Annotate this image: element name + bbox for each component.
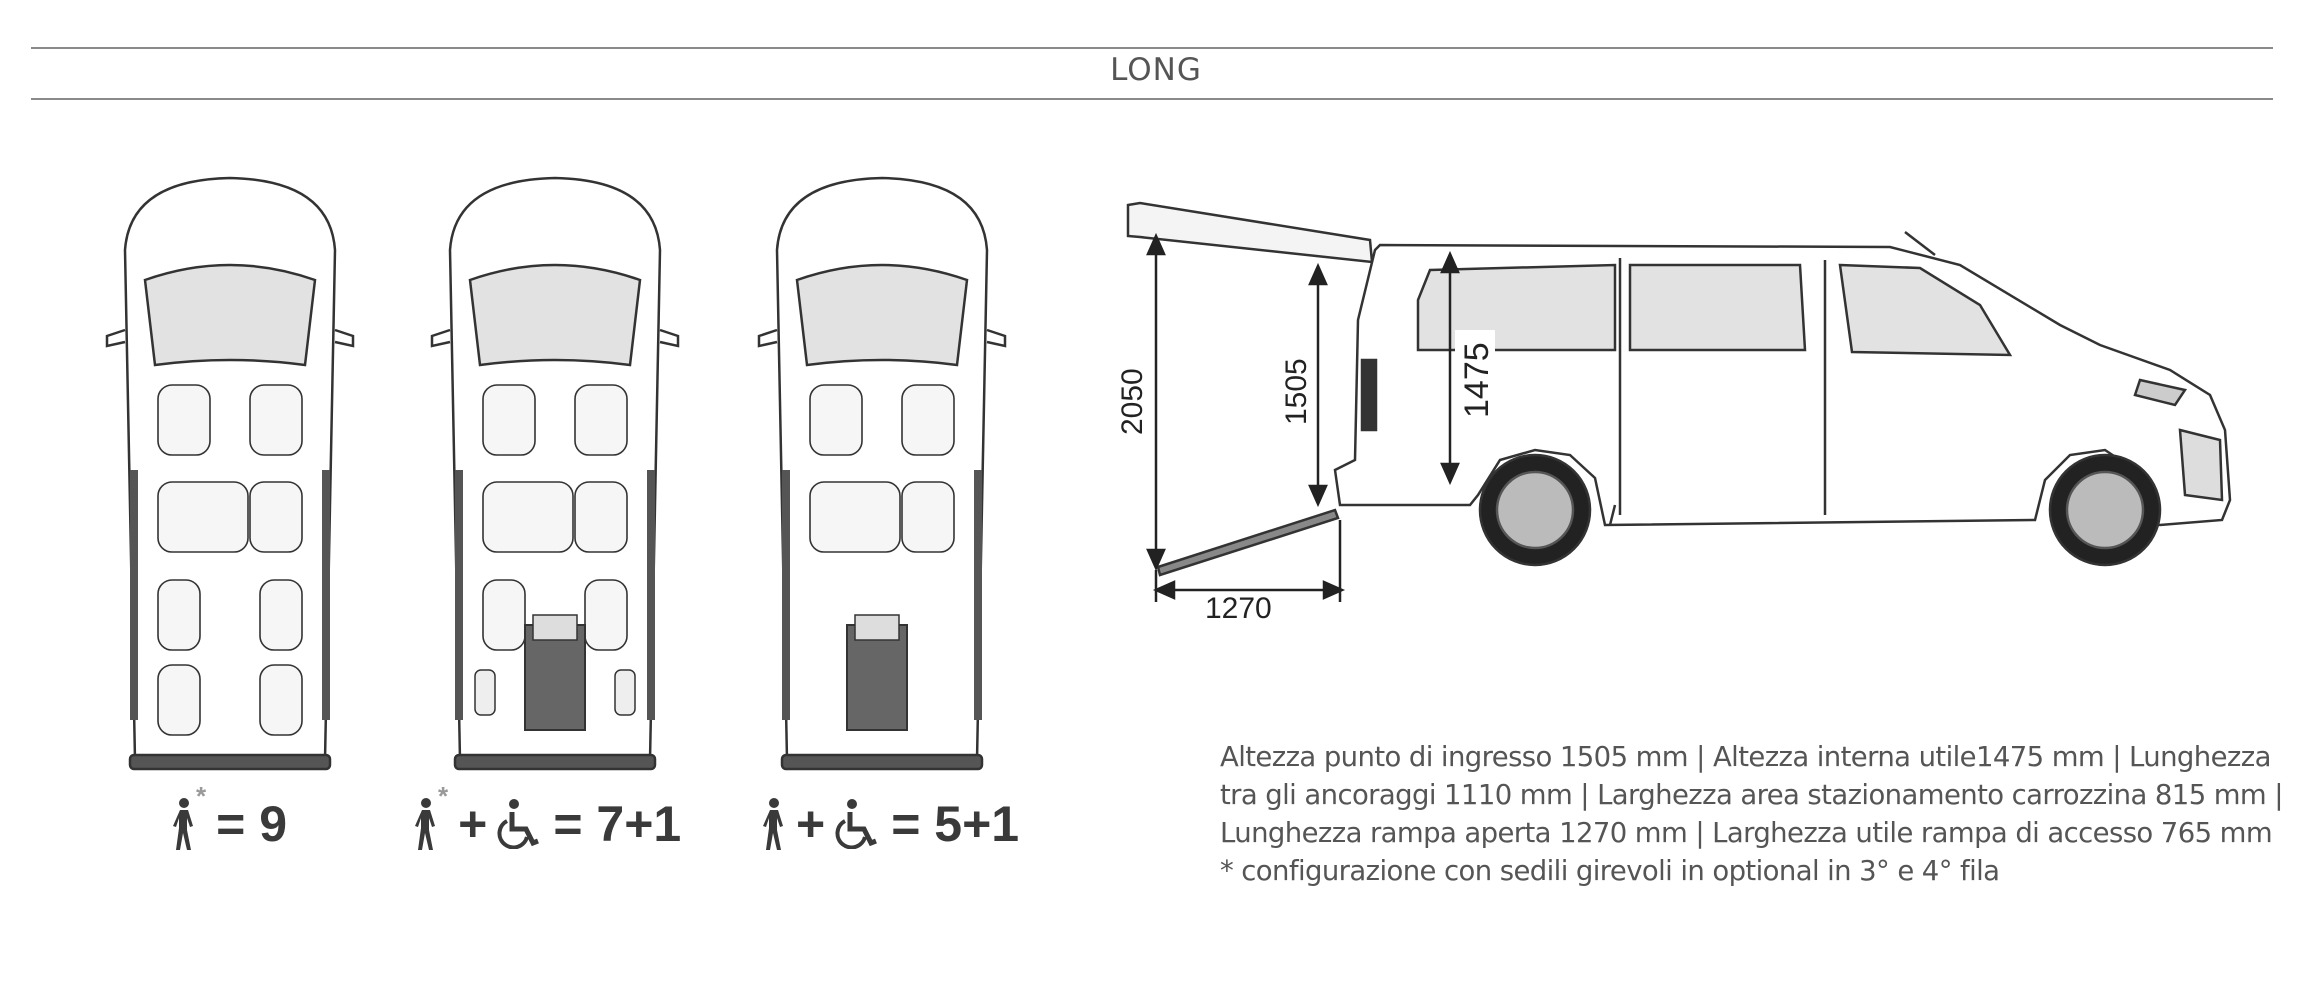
dimension-lines — [1146, 232, 1460, 602]
wheelchair-icon — [497, 799, 540, 849]
spec-line: Lunghezza rampa aperta 1270 mm | Larghez… — [1220, 817, 2273, 849]
plus-sign: + — [796, 796, 826, 852]
specifications-text: Altezza punto di ingresso 1505 mm | Alte… — [1220, 738, 2300, 890]
top-view-van-7+1 — [430, 176, 680, 771]
top-view-van-9-seats — [105, 176, 355, 771]
capacity-value: = 5+1 — [891, 796, 1020, 852]
side-view-van — [1126, 201, 2232, 577]
person-icon — [173, 798, 193, 850]
bottom-rule — [31, 98, 2273, 100]
plus-sign: + — [458, 796, 488, 852]
capacity-value: = 9 — [216, 796, 288, 852]
capacity-value: = 7+1 — [553, 796, 682, 852]
section-title: LONG — [1110, 52, 1202, 88]
spec-line: * configurazione con sedili girevoli in … — [1220, 855, 2000, 887]
capacity-caption-7+1: * + = 7+1 — [412, 781, 682, 853]
dimension-internal-height: 1475 — [1458, 342, 1496, 418]
spec-line: tra gli ancoraggi 1110 mm | Larghezza ar… — [1220, 779, 2284, 811]
asterisk: * — [438, 781, 449, 811]
dimension-entry-height: 1505 — [1280, 358, 1313, 425]
person-icon — [763, 798, 783, 850]
capacity-caption-5+1: + = 5+1 — [760, 795, 1019, 853]
person-icon — [415, 798, 435, 850]
top-view-van-5+1 — [757, 176, 1007, 771]
dimension-ramp-length: 1270 — [1205, 592, 1272, 625]
dimension-total-height: 2050 — [1116, 368, 1149, 435]
spec-line: Altezza punto di ingresso 1505 mm | Alte… — [1220, 741, 2271, 773]
asterisk: * — [196, 781, 207, 811]
wheelchair-icon — [835, 799, 878, 849]
capacity-caption-9-seats: * = 9 — [170, 781, 288, 853]
top-rule — [31, 47, 2273, 49]
